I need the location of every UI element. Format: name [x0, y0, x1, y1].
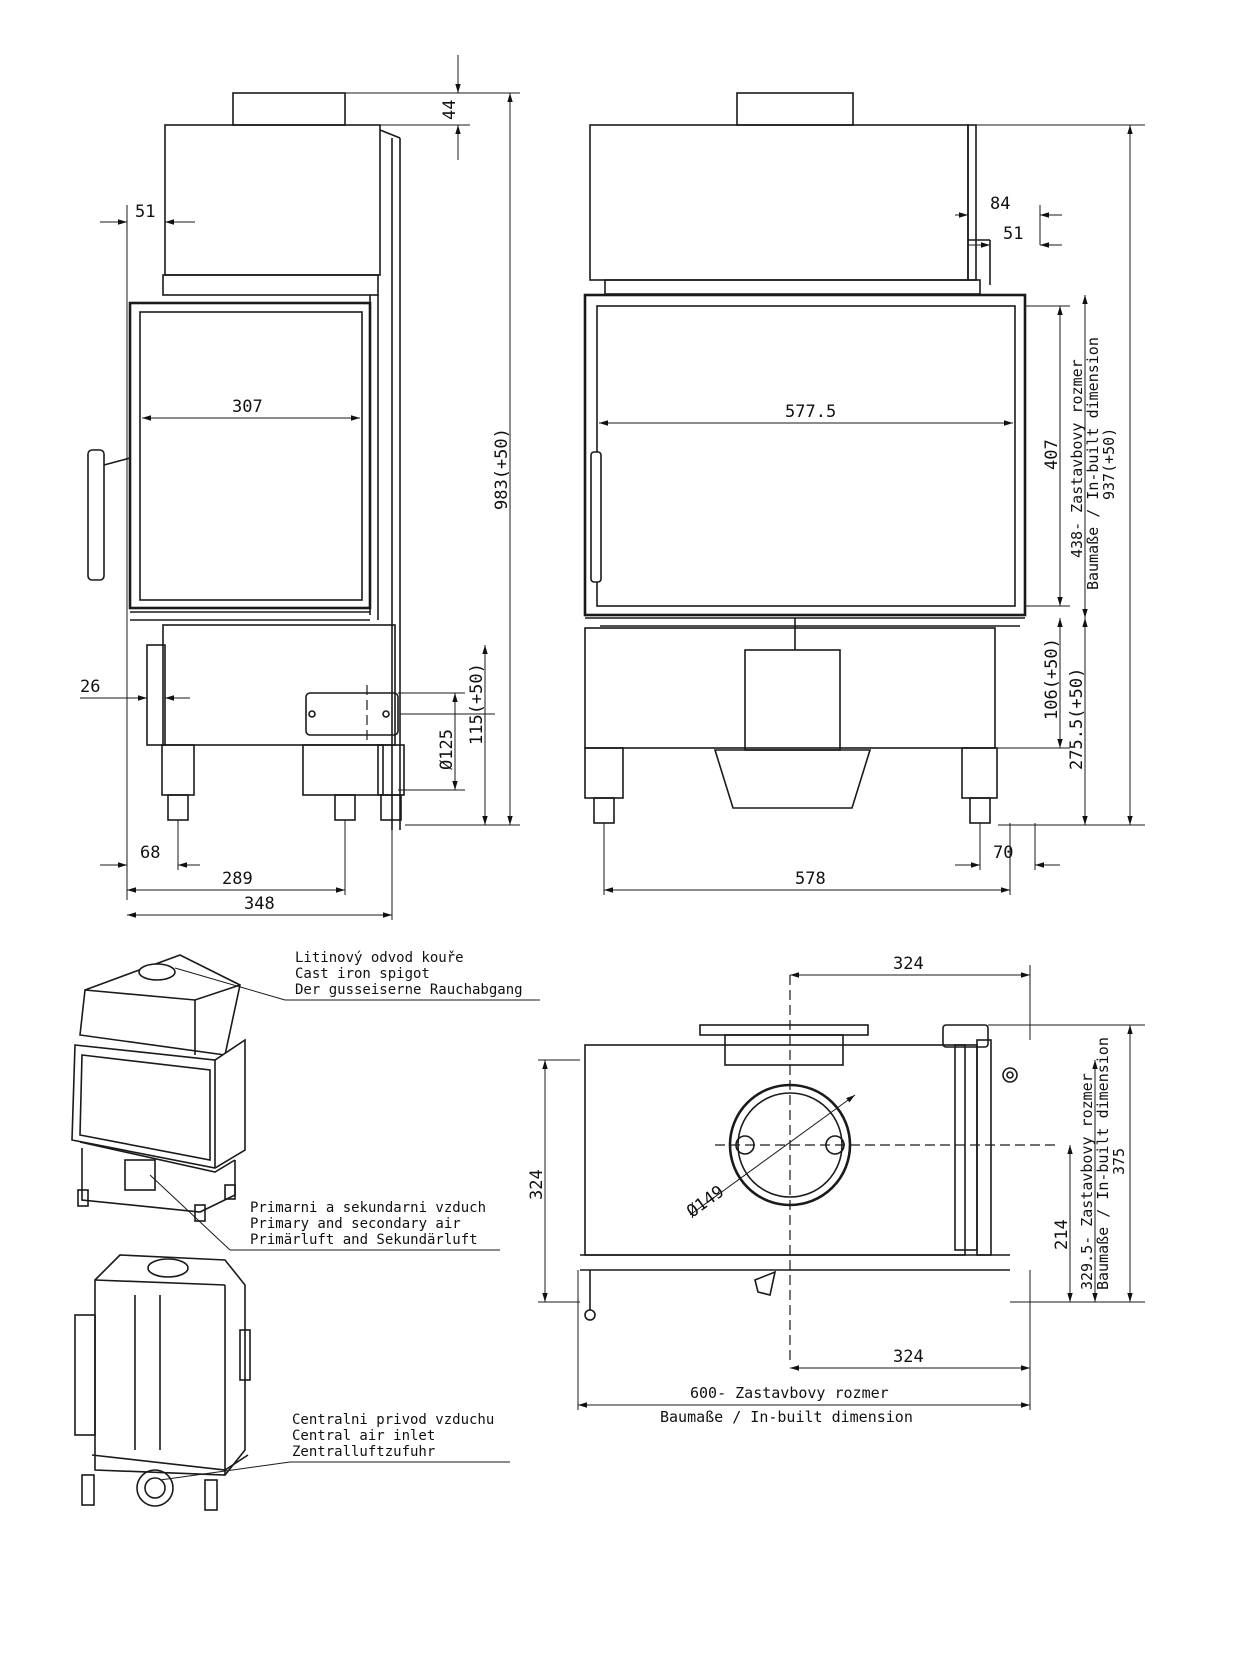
- dim-70: 70: [993, 843, 1013, 863]
- dim-348: 348: [244, 894, 275, 914]
- dim-275-5: 275.5(+50): [1067, 668, 1087, 770]
- dim-600-line2: Baumaße / In-built dimension: [660, 1408, 913, 1426]
- iso-view-rear: [74, 1254, 251, 1511]
- dim-438-line1: 438- Zastavbovy rozmer: [1068, 359, 1086, 558]
- dim-51-front: 51: [1003, 224, 1023, 244]
- dim-68: 68: [140, 843, 160, 863]
- note-air-de: Primärluft and Sekundärluft: [250, 1232, 478, 1248]
- dim-324-left: 324: [527, 1169, 547, 1200]
- dim-d149: Ø149: [683, 1182, 728, 1222]
- note-central-en: Central air inlet: [292, 1428, 435, 1444]
- note-central-cz: Centralni privod vzduchu: [292, 1412, 494, 1428]
- front-view: [583, 92, 1027, 824]
- dim-307: 307: [232, 397, 263, 417]
- dim-438-line2: Baumaße / In-built dimension: [1084, 337, 1102, 590]
- top-view-dimensions: 324 324 Ø149 214 329.5- Zastavbovy rozme…: [527, 954, 1145, 1426]
- dim-51-side: 51: [135, 202, 155, 222]
- dim-115: 115(+50): [467, 663, 487, 745]
- dim-214: 214: [1052, 1219, 1072, 1250]
- dim-d125: Ø125: [437, 729, 457, 770]
- dim-26: 26: [80, 677, 100, 697]
- dim-578: 578: [795, 869, 826, 889]
- dim-577-5: 577.5: [785, 402, 836, 422]
- dim-937: 937(+50): [1100, 428, 1118, 500]
- iso-view-front: [71, 954, 246, 1222]
- note-central-de: Zentralluftzufuhr: [292, 1444, 435, 1460]
- note-air: Primarni a sekundarni vzduch Primary and…: [149, 1174, 500, 1251]
- top-view: [580, 975, 1060, 1365]
- dim-600-line1: 600- Zastavbovy rozmer: [690, 1384, 889, 1402]
- dim-289: 289: [222, 869, 253, 889]
- dim-407: 407: [1042, 439, 1062, 470]
- note-spigot: Litinový odvod kouře Cast iron spigot De…: [174, 950, 540, 1001]
- note-air-en: Primary and secondary air: [250, 1216, 461, 1232]
- note-air-cz: Primarni a sekundarni vzduch: [250, 1200, 486, 1216]
- dim-84: 84: [990, 194, 1010, 214]
- dim-106: 106(+50): [1042, 638, 1062, 720]
- dim-329-5-line1: 329.5- Zastavbovy rozmer: [1078, 1073, 1096, 1290]
- note-central: Centralni privod vzduchu Central air inl…: [159, 1412, 510, 1481]
- dim-324-bottom: 324: [893, 1347, 924, 1367]
- front-view-dimensions: 84 51 577.5 407 438- Zastavbovy rozmer B…: [599, 124, 1145, 895]
- dim-324-top: 324: [893, 954, 924, 974]
- note-spigot-cz: Litinový odvod kouře: [295, 950, 464, 966]
- note-spigot-de: Der gusseiserne Rauchabgang: [295, 982, 523, 998]
- dim-375: 375: [1110, 1148, 1128, 1175]
- dim-983: 983(+50): [492, 428, 512, 510]
- dim-329-5-line2: Baumaße / In-built dimension: [1094, 1037, 1112, 1290]
- note-spigot-en: Cast iron spigot: [295, 966, 430, 982]
- side-view-dimensions: 44 983(+50) 51 307 26 Ø125 115(+50) 68: [80, 55, 520, 920]
- dim-44: 44: [440, 100, 460, 120]
